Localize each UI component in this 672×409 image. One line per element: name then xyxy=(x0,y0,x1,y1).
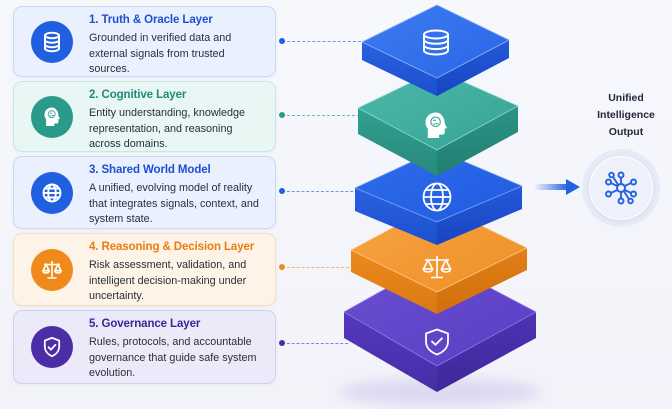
block-side-left xyxy=(351,250,437,314)
globe-icon xyxy=(42,183,62,202)
connector-line-1 xyxy=(282,41,366,42)
scales-icon xyxy=(41,259,63,279)
layer-title: 4. Reasoning & Decision Layer xyxy=(89,241,255,253)
connector-dot-5 xyxy=(279,340,285,346)
layer-badge xyxy=(31,95,73,138)
block-side-left xyxy=(362,42,437,96)
layer-description: Entity understanding, knowledge represen… xyxy=(89,107,246,150)
connector-dot-2 xyxy=(279,112,285,118)
block-top xyxy=(350,203,528,293)
block-side-right xyxy=(437,312,536,392)
block-side-right xyxy=(437,248,527,314)
scales-icon xyxy=(422,256,452,279)
layer-title: 2. Cognitive Layer xyxy=(89,89,187,101)
connector-dot-1 xyxy=(279,38,285,44)
globe-icon xyxy=(422,182,452,212)
layer-card-shared-world-model: 3. Shared World Model A unified, evolvin… xyxy=(13,156,276,229)
block-side-right xyxy=(437,106,518,176)
layer-description: Rules, protocols, and accountable govern… xyxy=(89,336,257,379)
layer-title: 5. Governance Layer xyxy=(89,318,201,330)
layer-description: A unified, evolving model of reality tha… xyxy=(89,182,259,225)
database-icon xyxy=(423,29,449,56)
block-top xyxy=(354,149,523,223)
database-icon xyxy=(44,31,60,52)
output-label: Unified Intelligence Output xyxy=(597,92,655,138)
block-side-left xyxy=(355,188,437,245)
connector-line-5 xyxy=(282,343,348,344)
block-side-left xyxy=(358,108,437,176)
layer-card-governance: 5. Governance Layer Rules, protocols, an… xyxy=(13,310,276,384)
output-node-inner xyxy=(589,156,653,220)
layer-description: Grounded in verified data and external s… xyxy=(89,32,232,75)
layer-description: Risk assessment, validation, and intelli… xyxy=(89,259,247,302)
stack-shadow xyxy=(340,378,540,406)
block-side-right xyxy=(437,40,509,96)
block-side-right xyxy=(437,186,522,245)
output-node xyxy=(582,149,660,227)
connector-dot-4 xyxy=(279,264,285,270)
stack-block-reasoning xyxy=(350,203,528,314)
network-hub-icon xyxy=(605,171,637,205)
layer-card-cognitive: 2. Cognitive Layer Entity understanding,… xyxy=(13,81,276,152)
stack-block-truth-oracle xyxy=(361,4,510,96)
connector-dot-3 xyxy=(279,188,285,194)
connector-line-4 xyxy=(282,267,354,268)
shield-check-icon xyxy=(43,336,61,358)
layer-badge xyxy=(31,248,73,291)
layer-badge xyxy=(31,171,73,214)
layer-card-truth-oracle: 1. Truth & Oracle Layer Grounded in veri… xyxy=(13,6,276,77)
stack-block-cognitive xyxy=(357,69,519,176)
shield-check-icon xyxy=(425,328,449,356)
connector-line-3 xyxy=(282,191,358,192)
block-top xyxy=(357,69,519,151)
layer-title: 3. Shared World Model xyxy=(89,164,211,176)
brain-head-icon xyxy=(425,112,447,138)
layer-card-reasoning-decision: 4. Reasoning & Decision Layer Risk asses… xyxy=(13,233,276,306)
stack-block-world-model xyxy=(354,149,523,245)
brain-head-icon xyxy=(44,107,60,126)
block-top xyxy=(361,4,510,79)
connector-line-2 xyxy=(282,115,360,116)
block-side-left xyxy=(344,312,437,392)
layer-badge xyxy=(31,20,73,63)
arrow-right-icon xyxy=(534,179,580,195)
layer-badge xyxy=(31,326,73,368)
layer-title: 1. Truth & Oracle Layer xyxy=(89,14,213,26)
